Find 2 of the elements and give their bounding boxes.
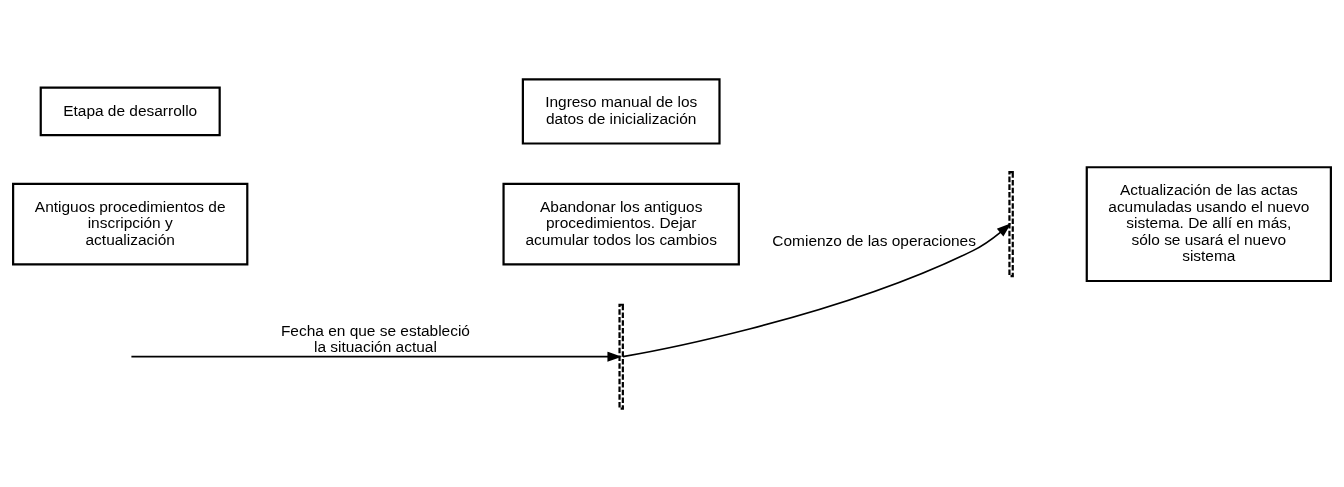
edge-label: Comienzo de las operaciones — [772, 231, 976, 249]
edge-label: Fecha en que se estableció la situación actual — [280, 321, 470, 355]
